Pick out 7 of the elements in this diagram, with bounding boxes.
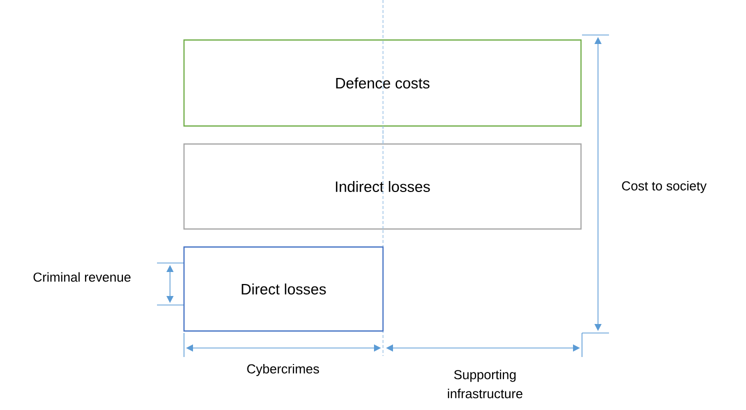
cost-box: Defence costs (183, 39, 582, 127)
dimension-label: Criminal revenue (34, 272, 131, 282)
dimension-label: Cost to society (622, 180, 707, 194)
dimension-label: Cybercrimes (247, 364, 319, 376)
dimension-label: Supporting infrastructure (448, 370, 522, 398)
cost-box: Indirect losses (183, 143, 582, 230)
cost-box: Direct losses (183, 246, 384, 332)
